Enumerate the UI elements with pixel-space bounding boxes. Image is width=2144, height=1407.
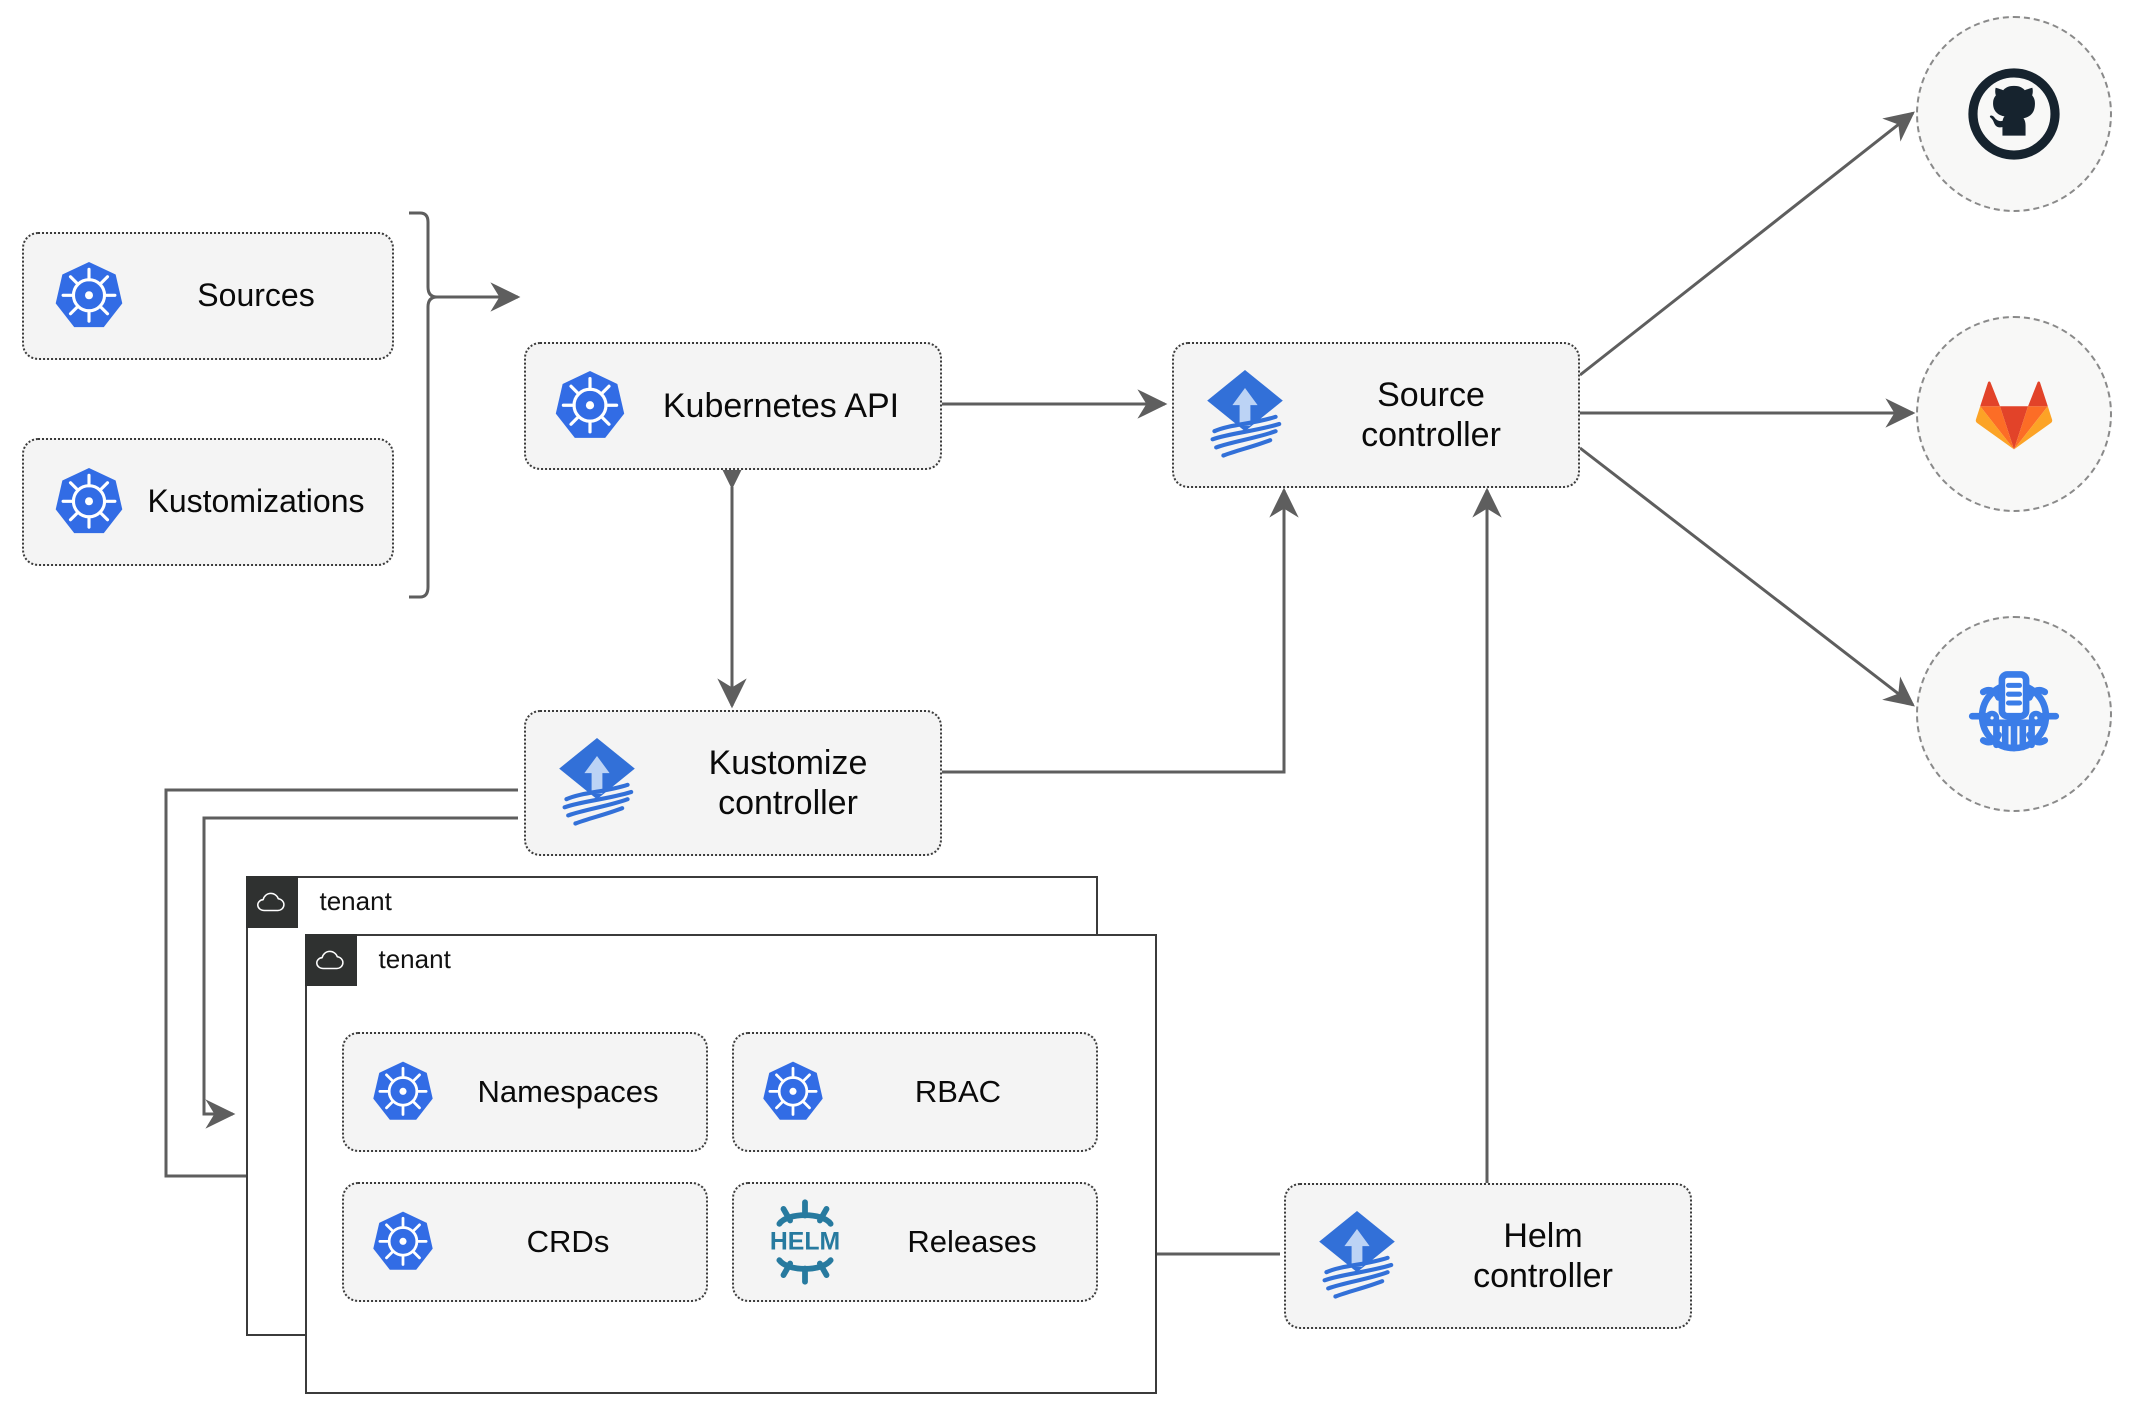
kubernetes-icon <box>370 1059 436 1125</box>
edge-kustomize-to-source-controller <box>942 487 1299 774</box>
card-helm-controller-label: Helm controller <box>1473 1216 1613 1295</box>
flux-icon <box>1312 1209 1402 1303</box>
group-bracket <box>409 211 438 599</box>
tenant-back-header: tenant <box>245 875 392 928</box>
card-helm-controller[interactable]: Helm controller <box>1284 1183 1692 1329</box>
card-releases[interactable]: HELM Releases <box>732 1182 1098 1302</box>
card-kubernetes-api[interactable]: Kubernetes API <box>524 342 942 470</box>
kubernetes-icon <box>52 465 126 539</box>
kubernetes-icon <box>370 1209 436 1275</box>
tenant-back-label: tenant <box>319 886 392 916</box>
card-kustomize-controller-label: Kustomize controller <box>708 743 868 822</box>
card-rbac-label: RBAC <box>914 1073 1002 1109</box>
card-sources-label: Sources <box>197 277 315 314</box>
card-kustomizations[interactable]: Kustomizations <box>22 438 394 566</box>
cloud-icon <box>245 875 298 928</box>
edge-source-to-helm-repo <box>1579 446 1915 707</box>
tenant-container-front[interactable]: tenant <box>304 933 1157 1394</box>
tenant-front-label: tenant <box>378 944 451 974</box>
repo-helm-chart[interactable] <box>1916 616 2112 812</box>
card-sources[interactable]: Sources <box>22 232 394 360</box>
card-source-controller[interactable]: Source controller <box>1172 342 1580 488</box>
card-rbac[interactable]: RBAC <box>732 1032 1098 1152</box>
card-crds-label: CRDs <box>526 1223 610 1259</box>
card-kustomizations-label: Kustomizations <box>147 483 365 520</box>
card-kustomize-controller[interactable]: Kustomize controller <box>524 710 942 856</box>
gitlab-icon <box>1975 381 2053 450</box>
repo-github[interactable] <box>1916 16 2112 212</box>
kubernetes-icon <box>760 1059 826 1125</box>
helm-icon: HELM <box>756 1199 854 1285</box>
card-namespaces[interactable]: Namespaces <box>342 1032 708 1152</box>
flux-icon <box>552 736 642 830</box>
card-crds[interactable]: CRDs <box>342 1182 708 1302</box>
card-namespaces-label: Namespaces <box>477 1073 659 1109</box>
card-kubernetes-api-label: Kubernetes API <box>662 386 900 425</box>
card-releases-label: Releases <box>907 1223 1037 1259</box>
card-source-controller-label: Source controller <box>1361 375 1501 454</box>
tenant-front-header: tenant <box>304 933 451 986</box>
cloud-icon <box>304 933 357 986</box>
flux-icon <box>1200 368 1290 462</box>
kubernetes-icon <box>52 259 126 333</box>
helm-wordmark: HELM <box>770 1228 840 1255</box>
edge-source-to-github <box>1579 111 1915 377</box>
github-icon <box>1968 68 2060 160</box>
repo-gitlab[interactable] <box>1916 316 2112 512</box>
kubernetes-icon <box>552 368 628 444</box>
helm-chart-repository-icon <box>1968 671 2060 752</box>
